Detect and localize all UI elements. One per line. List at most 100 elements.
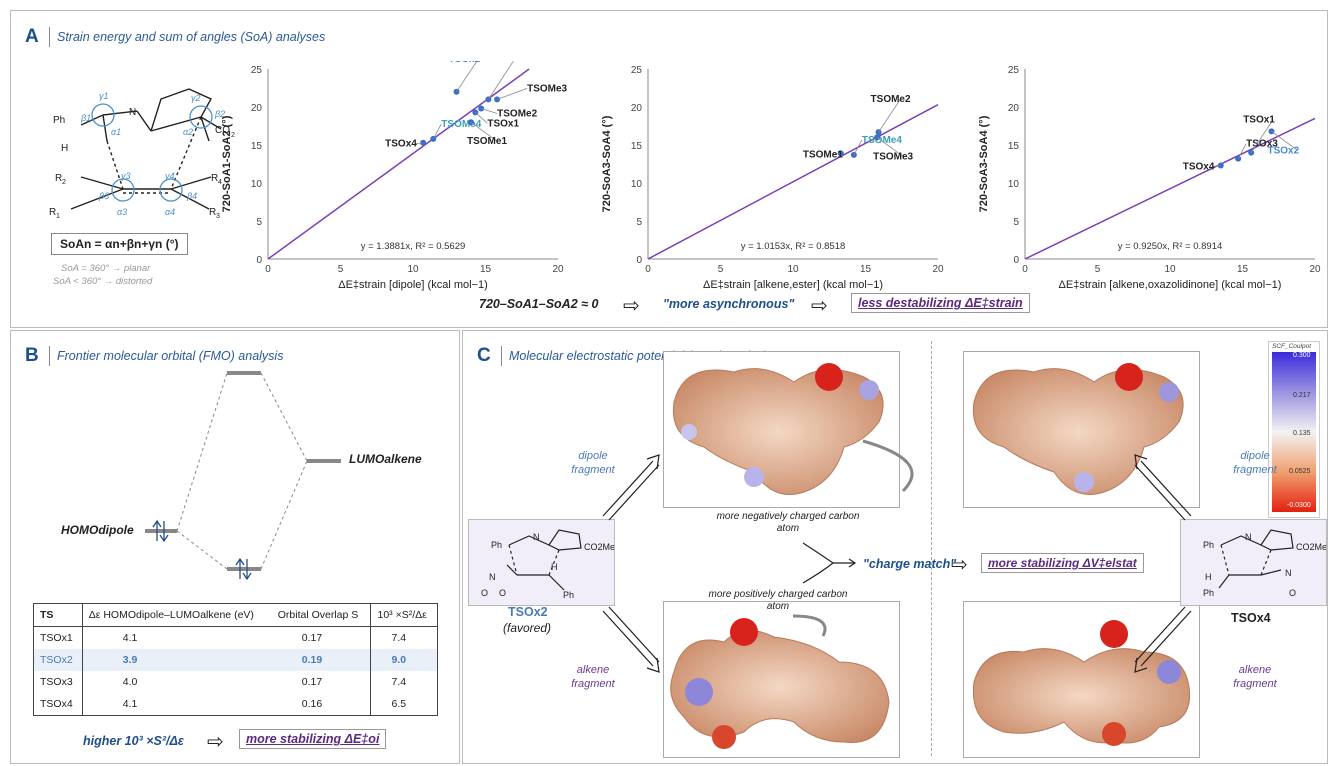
arrow-icon: ⇨ [207, 731, 224, 753]
x-tick-label: 10 [407, 264, 419, 275]
point-label: TSOx2 [1268, 145, 1300, 156]
table-cell: 6.5 [370, 693, 438, 716]
panel-b-title: Frontier molecular orbital (FMO) analysi… [57, 349, 284, 363]
panel-c-conclusion-right: more stabilizing ΔV‡elstat [981, 553, 1144, 573]
mep-surface-image [972, 620, 1191, 746]
point-label: TSOMe4 [862, 135, 902, 146]
x-tick-label: 0 [1022, 264, 1028, 275]
y-tick-label: 5 [1013, 217, 1019, 228]
x-tick-label: 5 [718, 264, 724, 275]
point-leader [481, 108, 498, 114]
y-tick-label: 10 [251, 179, 263, 190]
svg-text:α4: α4 [165, 207, 175, 217]
svg-text:H: H [551, 562, 558, 572]
point-label: TSOx1 [487, 118, 519, 129]
arrow-icon: ⇨ [951, 554, 968, 576]
x-tick-label: 10 [787, 264, 799, 275]
svg-text:2: 2 [231, 132, 235, 139]
table-cell: TSOx3 [33, 671, 83, 693]
y-tick-label: 25 [251, 65, 263, 76]
point-label: TSOMe2 [871, 94, 911, 105]
svg-text:γ3: γ3 [121, 171, 131, 181]
mep-box-tsox2-alkene [663, 601, 900, 758]
table-cell: 9.0 [370, 649, 438, 671]
svg-text:β1: β1 [80, 113, 91, 123]
colorbar-title: SCF_Coulpot [1272, 343, 1312, 350]
table-row: TSOx4 4.1 0.16 6.5 [33, 693, 438, 716]
table-cell: 4.1 [122, 698, 138, 710]
point-leader [832, 152, 841, 155]
svg-text:β4: β4 [186, 191, 197, 201]
y-tick-label: 20 [631, 103, 643, 114]
y-tick-label: 10 [1008, 179, 1020, 190]
panel-b-conclusion-left: higher 10³ ×S²/Δε [83, 734, 184, 748]
panel-b: B Frontier molecular orbital (FMO) analy… [10, 330, 460, 764]
svg-text:R: R [49, 207, 56, 218]
y-tick-label: 25 [631, 65, 643, 76]
y-tick-label: 10 [631, 179, 643, 190]
svg-text:Ph: Ph [563, 590, 574, 600]
svg-text:N: N [1285, 568, 1292, 578]
x-tick-label: 15 [480, 264, 492, 275]
svg-text:H: H [61, 143, 68, 154]
x-tick-label: 5 [338, 264, 344, 275]
table-cell: 4.0 [122, 676, 138, 688]
svg-text:Ph: Ph [1203, 588, 1214, 598]
ts-label-favored: (favored) [503, 621, 552, 635]
point-label: TSOMe3 [527, 83, 567, 94]
panel-c-letter: C [477, 345, 491, 366]
point-label: TSOx3 [1246, 139, 1278, 150]
mep-surface-image [972, 363, 1184, 495]
panel-a: A Strain energy and sum of angles (SoA) … [10, 10, 1328, 328]
y-tick-label: 25 [1008, 65, 1020, 76]
point-label: TSOx1 [1243, 115, 1275, 126]
table-cell: 0.17 [301, 632, 323, 644]
panel-c-divider [501, 346, 502, 366]
svg-text:1: 1 [56, 213, 60, 220]
data-point [1248, 149, 1255, 156]
point-leader [496, 88, 528, 100]
fit-equation-label: y = 1.3881x, R² = 0.5629 [361, 241, 466, 252]
x-tick-label: 15 [860, 264, 872, 275]
svg-text:N: N [129, 107, 136, 118]
ts-label-tsox2: TSOx2 [508, 605, 548, 619]
svg-text:O: O [481, 588, 488, 598]
mep-surface-image [670, 618, 890, 749]
svg-text:β3: β3 [98, 191, 109, 201]
point-leader [878, 98, 901, 133]
panel-c: C Molecular electrostatic potential (MEP… [462, 330, 1328, 764]
mep-box-tsox4-alkene [963, 601, 1200, 758]
svg-text:N: N [533, 532, 540, 542]
point-label: TSOx3 [486, 61, 518, 62]
svg-text:O: O [499, 588, 506, 598]
panel-a-conclusion-mid: "more asynchronous" [663, 297, 795, 311]
point-leader [876, 137, 904, 157]
y-tick-label: 5 [256, 217, 262, 228]
x-tick-label: 20 [932, 264, 944, 275]
table-cell: TSOx1 [33, 626, 83, 649]
table-cell: 7.4 [370, 671, 438, 693]
colorbar-tick: 0.0525 [1289, 468, 1311, 475]
table-row: TSOx1 4.1 0.17 7.4 [33, 626, 438, 649]
svg-text:α3: α3 [117, 207, 127, 217]
table-cell: 0.19 [301, 654, 323, 666]
y-tick-label: 15 [1008, 141, 1020, 152]
panel-b-divider [49, 346, 50, 366]
svg-text:β2: β2 [214, 109, 225, 119]
soa-formula-box: SoAn = αn+βn+γn (°) [51, 233, 188, 255]
panel-b-letter: B [25, 345, 39, 366]
panel-a-conclusion-right: less destabilizing ΔE‡strain [851, 293, 1030, 313]
fit-equation-label: y = 1.0153x, R² = 0.8518 [741, 241, 846, 252]
panel-a-divider [49, 27, 50, 47]
point-leader [415, 142, 424, 145]
pos-charge-note: more positively charged carbon atom [708, 589, 848, 612]
point-leader [470, 121, 498, 142]
point-label: TSOx4 [385, 139, 417, 150]
table-header: Orbital Overlap S [277, 609, 359, 621]
point-label: TSOMe1 [467, 136, 507, 147]
alkene-fragment-label-right: alkene fragment [1233, 664, 1277, 690]
point-leader [475, 112, 488, 124]
x-tick-label: 0 [265, 264, 271, 275]
